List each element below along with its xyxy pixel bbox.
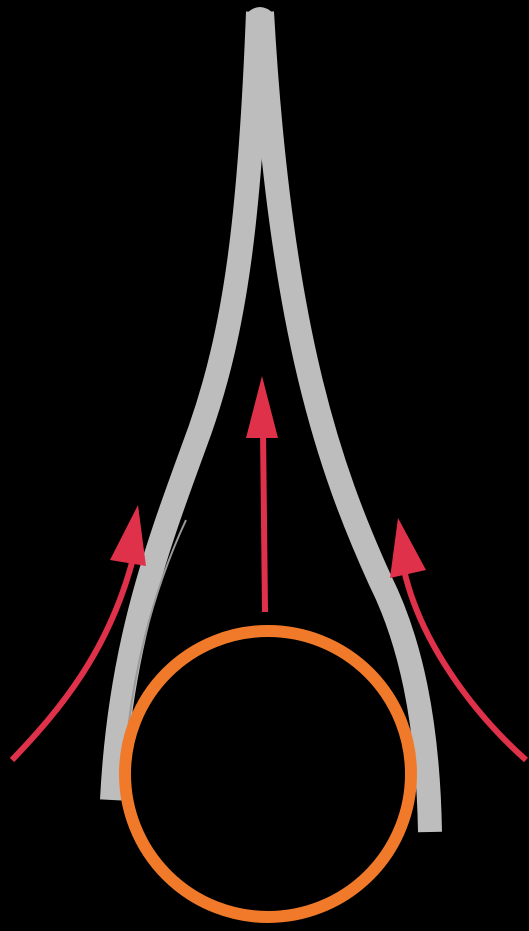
arrow-center-shaft: [263, 430, 265, 612]
sheath-top-cap: [246, 7, 274, 40]
